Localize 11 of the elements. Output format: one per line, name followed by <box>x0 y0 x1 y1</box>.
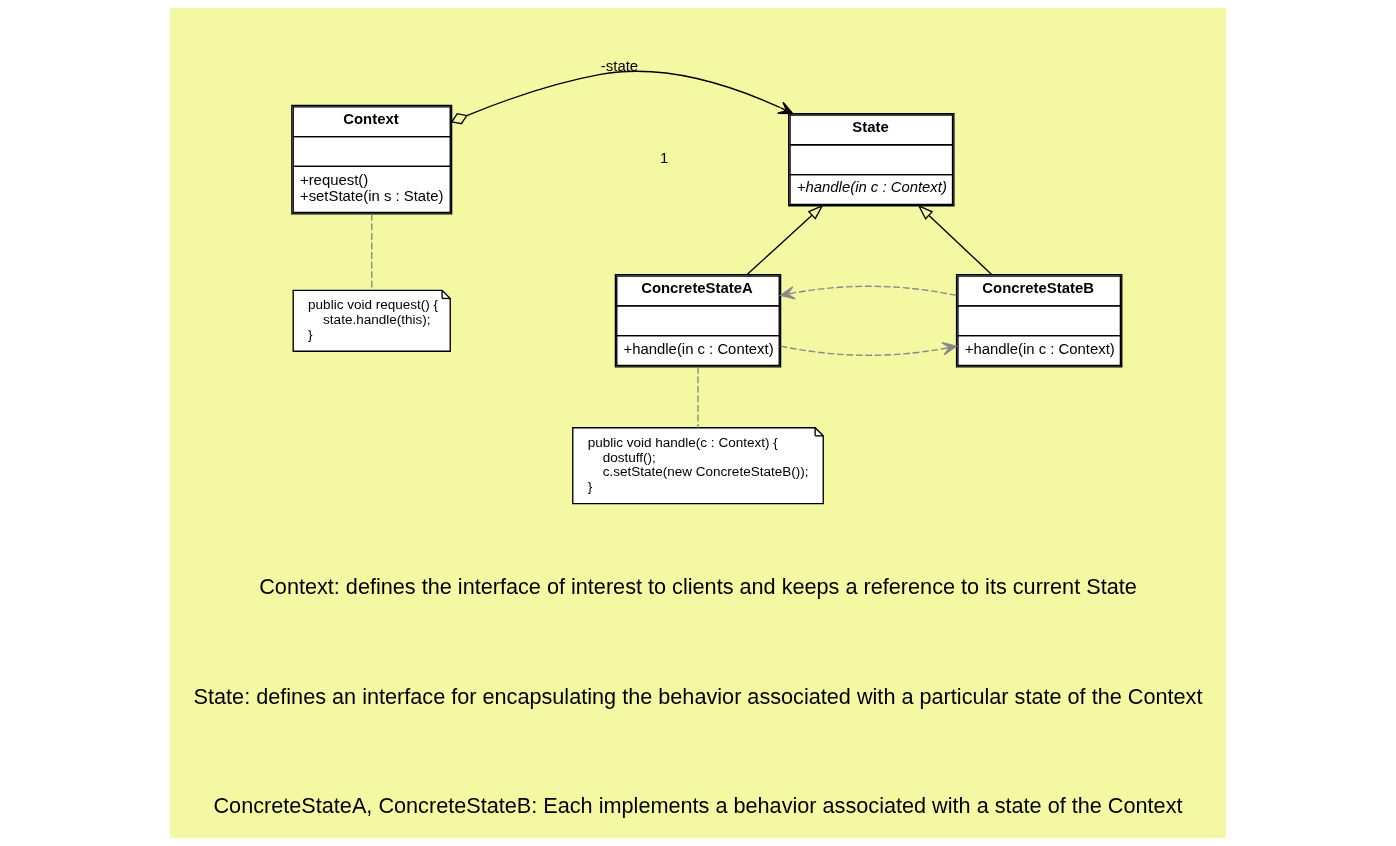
arrow <box>746 204 824 276</box>
connector <box>697 366 699 429</box>
label: ConcreteStateA, ConcreteStateB: Each implements a behavior associated with a state of the Context <box>213 793 1183 819</box>
arrow <box>779 342 958 356</box>
label: 1 <box>660 150 669 167</box>
arrow <box>779 285 958 300</box>
label: Context: defines the interface of interest to clients and keeps a reference to its current State <box>259 573 1137 599</box>
label: State: defines an interface for encapsulating the behavior associated with a particular state of the Context <box>193 683 1203 709</box>
arrow <box>450 70 794 125</box>
arrow <box>917 204 993 276</box>
edge-label: -state <box>600 58 639 75</box>
